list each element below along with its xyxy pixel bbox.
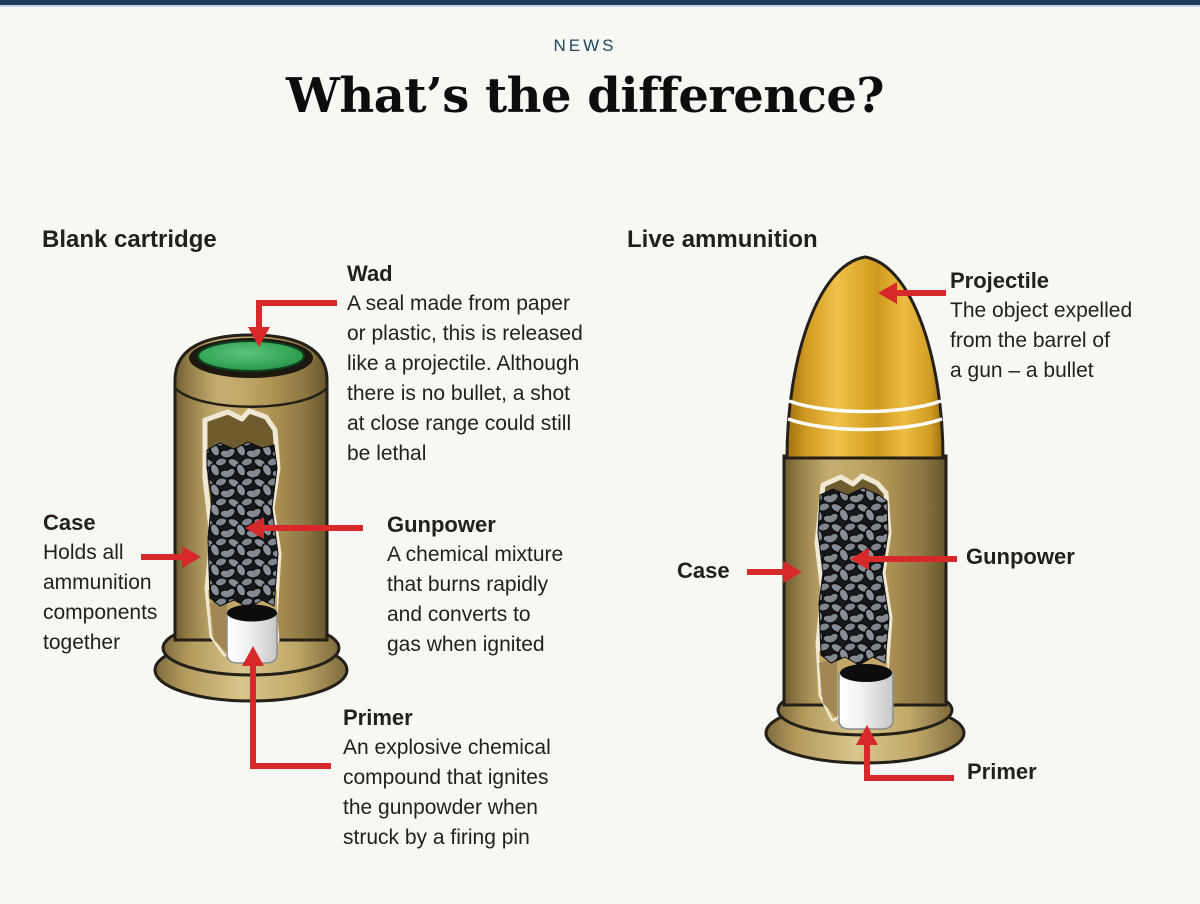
wad-label: Wad xyxy=(347,261,393,286)
gunpowder-fill xyxy=(817,487,890,666)
projectile-label: Projectile xyxy=(950,268,1050,293)
cutaway-window xyxy=(814,473,894,730)
blank-primer-annotation: Primer An explosive chemical compound th… xyxy=(343,703,551,853)
live-gunpowder-annotation: Gunpower xyxy=(966,542,1075,572)
case-description: Holds all ammunition components together xyxy=(43,541,158,654)
top-border-accent xyxy=(0,5,1200,7)
primer-label: Primer xyxy=(343,705,413,730)
header: NEWS What’s the difference? xyxy=(0,0,1170,122)
primer-label: Primer xyxy=(967,759,1037,784)
primer-opening xyxy=(840,664,892,682)
primer-cup xyxy=(226,612,278,664)
blank-cartridge-illustration xyxy=(153,333,349,703)
case-shoulder-line xyxy=(174,387,328,408)
primer-description: An explosive chemical compound that igni… xyxy=(343,736,551,849)
blank-cartridge-heading: Blank cartridge xyxy=(42,226,217,253)
primer-cup xyxy=(838,672,894,730)
cutaway-window xyxy=(202,408,282,664)
primer-opening xyxy=(227,604,277,622)
blank-gunpowder-annotation: Gunpower A chemical mixture that burns r… xyxy=(387,510,563,660)
wad-annotation: Wad A seal made from paper or plastic, t… xyxy=(347,259,583,469)
projectile-description: The object expelled from the barrel of a… xyxy=(950,299,1133,382)
wad-seal xyxy=(197,340,305,372)
gunpowder-label: Gunpower xyxy=(387,512,496,537)
page-title: What’s the difference? xyxy=(285,68,885,124)
case-label: Case xyxy=(43,510,96,535)
crimp-stripes xyxy=(787,399,943,432)
live-ammunition-illustration xyxy=(764,255,966,765)
live-ammunition-heading: Live ammunition xyxy=(627,226,818,253)
live-primer-annotation: Primer xyxy=(967,757,1037,787)
case-label: Case xyxy=(677,558,730,583)
gunpowder-label: Gunpower xyxy=(966,544,1075,569)
live-case-annotation: Case xyxy=(677,556,730,586)
top-border xyxy=(0,0,1200,5)
section-kicker: NEWS xyxy=(553,36,617,55)
blank-case-annotation: Case Holds all ammunition components tog… xyxy=(43,508,157,658)
projectile-annotation: Projectile The object expelled from the … xyxy=(950,266,1132,386)
wad-description: A seal made from paper or plastic, this … xyxy=(347,292,583,465)
gunpowder-description: A chemical mixture that burns rapidly an… xyxy=(387,543,564,656)
gunpowder-fill xyxy=(206,441,279,609)
